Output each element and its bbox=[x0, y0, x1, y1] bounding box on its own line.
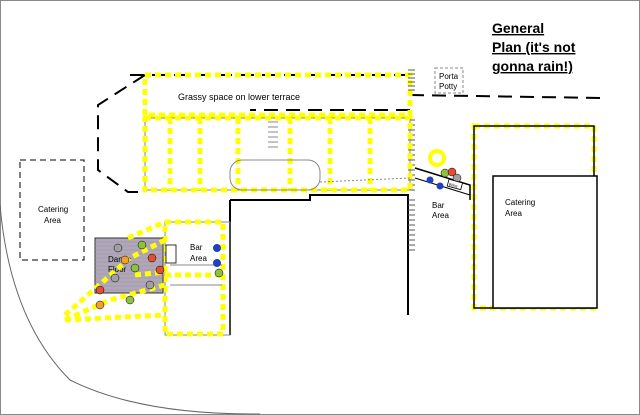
table-right-blue-1 bbox=[426, 176, 434, 184]
table-df-grey-2 bbox=[145, 280, 155, 290]
bar-sign-box bbox=[446, 178, 464, 191]
right-bar-label-2: Area bbox=[432, 211, 449, 220]
left-catering-label-1: Catering bbox=[38, 205, 68, 214]
table-df-red-2 bbox=[95, 285, 105, 295]
left-bar-highlight bbox=[162, 219, 226, 337]
inner-patio bbox=[229, 159, 321, 191]
table-df-orange-2 bbox=[95, 300, 105, 310]
terrace-divider-highlights bbox=[167, 118, 373, 190]
table-left-bar-blue-2 bbox=[213, 259, 221, 267]
upper-boundary-dashed bbox=[409, 94, 601, 99]
table-df-green-2 bbox=[130, 263, 140, 273]
table-left-bar-blue-1 bbox=[213, 244, 221, 252]
terrace-dotted-connector bbox=[319, 177, 411, 183]
table-df-grey-3 bbox=[113, 243, 123, 253]
building-steps bbox=[408, 199, 415, 251]
table-right-red bbox=[447, 167, 457, 177]
dance-floor-label-2: Floor bbox=[108, 265, 127, 274]
plan-title-line-1: General bbox=[492, 20, 544, 36]
table-df-grey-1 bbox=[110, 273, 120, 283]
grassy-terrace-highlight bbox=[142, 72, 413, 118]
table-df-red-3 bbox=[155, 265, 165, 275]
plan-title-line-3: gonna rain!) bbox=[492, 58, 573, 74]
porta-potty-label-1: Porta bbox=[439, 72, 459, 81]
table-left-bar-green bbox=[214, 268, 224, 278]
lawn-boundary-arc bbox=[0, 204, 261, 415]
left-catering-area bbox=[19, 159, 85, 261]
table-df-red-1 bbox=[147, 253, 157, 263]
right-bar-label-1: Bar bbox=[432, 201, 445, 210]
table-df-green-3 bbox=[125, 295, 135, 305]
dance-floor-label-1: Dance bbox=[108, 255, 132, 264]
lower-terrace-dashed bbox=[97, 74, 146, 193]
porta-potty-label-2: Potty bbox=[439, 82, 457, 91]
inner-stairs bbox=[268, 121, 278, 148]
plan-title-line-2: Plan (it's not bbox=[492, 39, 576, 55]
bar-sign-label: Wine bbox=[448, 181, 459, 188]
porta-potty-box bbox=[434, 67, 464, 94]
left-catering-label-2: Area bbox=[44, 216, 61, 225]
yellow-ring-marker bbox=[428, 149, 446, 167]
right-catering-label-1: Catering bbox=[505, 198, 535, 207]
table-df-green-1 bbox=[137, 240, 147, 250]
table-df-orange-1 bbox=[120, 255, 130, 265]
right-catering-label-2: Area bbox=[505, 209, 522, 218]
table-right-green bbox=[440, 168, 450, 178]
upper-terrace-highlight bbox=[142, 115, 413, 193]
left-bar-counter bbox=[165, 244, 177, 264]
left-bar-label-1: Bar bbox=[190, 243, 203, 252]
right-catering-area bbox=[492, 175, 598, 309]
grassy-space-label: Grassy space on lower terrace bbox=[178, 92, 300, 102]
table-right-blue-2 bbox=[436, 182, 444, 190]
left-bar-label-2: Area bbox=[190, 254, 207, 263]
